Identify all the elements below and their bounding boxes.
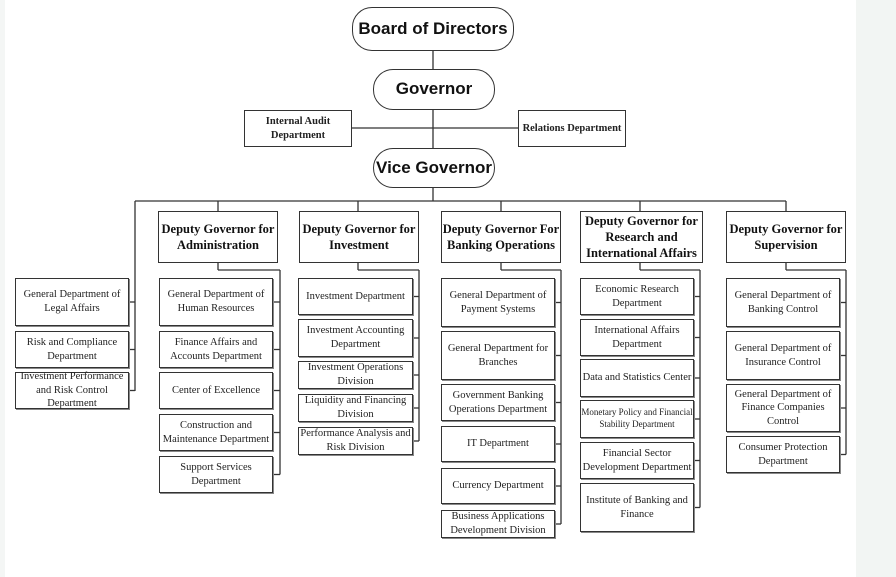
department-box: Institute of Banking and Finance [580,483,694,532]
department-box: Liquidity and Financing Division [298,394,413,422]
department-box: Investment Department [298,278,413,315]
department-box: Performance Analysis and Risk Division [298,427,413,455]
deputy-governor-box: Deputy Governor for Research and Interna… [580,211,703,263]
department-box: General Department of Insurance Control [726,331,840,380]
department-box: Investment Operations Division [298,361,413,389]
relations-department-box: Relations Department [518,110,626,147]
board-of-directors-box: Board of Directors [352,7,514,51]
deputy-governor-box: Deputy Governor for Supervision [726,211,846,263]
department-box: Center of Excellence [159,372,273,409]
department-box: Construction and Maintenance Department [159,414,273,451]
department-box: General Department for Branches [441,331,555,380]
department-box: Business Applications Development Divisi… [441,510,555,538]
internal-audit-box: Internal Audit Department [244,110,352,147]
department-box: Finance Affairs and Accounts Department [159,331,273,368]
department-box: Data and Statistics Center [580,359,694,397]
vice-governor-box: Vice Governor [373,148,495,188]
department-box: Currency Department [441,468,555,504]
department-box: General Department of Banking Control [726,278,840,327]
deputy-governor-box: Deputy Governor For Banking Operations [441,211,561,263]
department-box: Investment Performance and Risk Control … [15,371,129,409]
department-box: Government Banking Operations Department [441,384,555,421]
department-box: Monetary Policy and Financial Stability … [580,400,694,438]
department-box: Investment Accounting Department [298,319,413,357]
department-box: IT Department [441,426,555,462]
department-box: Risk and Compliance Department [15,331,129,368]
department-box: Economic Research Department [580,278,694,315]
department-box: General Department of Payment Systems [441,278,555,327]
department-box: Support Services Department [159,456,273,493]
left-margin [0,0,5,577]
deputy-governor-box: Deputy Governor for Investment [299,211,419,263]
governor-box: Governor [373,69,495,110]
right-margin [856,0,896,577]
department-box: International Affairs Department [580,319,694,356]
department-box: Consumer Protection Department [726,436,840,473]
department-box: General Department of Legal Affairs [15,278,129,326]
deputy-governor-box: Deputy Governor for Administration [158,211,278,263]
department-box: Financial Sector Development Department [580,442,694,479]
department-box: General Department of Human Resources [159,278,273,326]
department-box: General Department of Finance Companies … [726,384,840,432]
